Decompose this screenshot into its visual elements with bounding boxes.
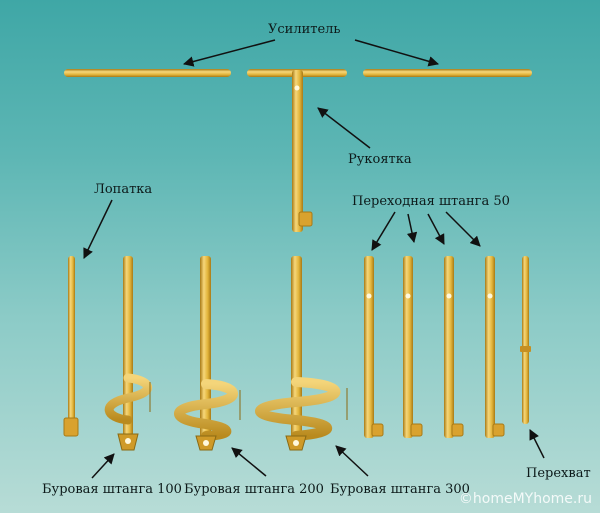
arrow-adapter-4 [445, 211, 481, 247]
adapter-rod-3 [444, 256, 464, 438]
watermark: ©homeMYhome.ru [458, 491, 592, 507]
label-drill-200: Буровая штанга 200 [184, 482, 324, 497]
arrow-adapter-2 [406, 213, 418, 244]
shovel-rod [63, 256, 79, 437]
reinforcer-bar-right [363, 69, 532, 77]
label-grip: Перехват [526, 466, 591, 481]
label-adapter-rod: Переходная штанга 50 [352, 194, 510, 209]
label-drill-300: Буровая штанга 300 [330, 482, 470, 497]
arrow-drill-100 [91, 453, 115, 479]
drill-rod-200 [174, 256, 241, 451]
arrow-reinforcer-right [354, 39, 440, 67]
handle-rod [292, 70, 313, 232]
arrow-shovel [83, 199, 113, 259]
adapter-rod-1 [364, 256, 384, 438]
drill-rod-300 [255, 256, 348, 451]
arrow-handle [317, 107, 371, 149]
arrow-drill-300 [335, 445, 369, 477]
arrow-drill-200 [231, 447, 267, 477]
adapter-rod-2 [403, 256, 423, 438]
arrow-reinforcer-left [182, 39, 276, 67]
label-handle: Рукоятка [348, 152, 412, 167]
label-arrows [83, 39, 545, 479]
arrow-grip [529, 429, 545, 459]
arrow-adapter-1 [371, 211, 396, 251]
drill-rod-100 [104, 256, 153, 451]
arrow-adapter-3 [427, 213, 445, 245]
grip-rod [520, 256, 531, 424]
adapter-rod-4 [485, 256, 505, 438]
label-reinforcer: Усилитель [268, 22, 341, 37]
reinforcer-bar-left [64, 69, 231, 77]
label-shovel: Лопатка [94, 182, 153, 197]
label-drill-100: Буровая штанга 100 [42, 482, 182, 497]
